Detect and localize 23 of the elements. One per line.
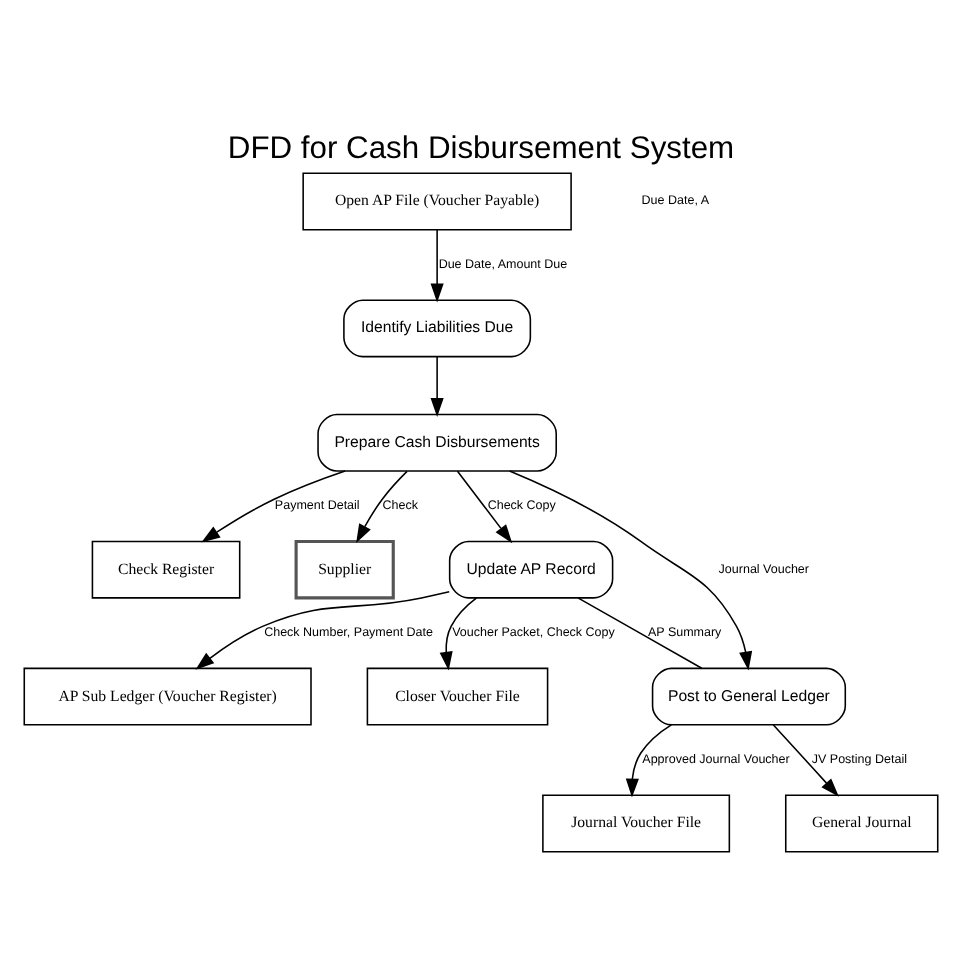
arrow: [429, 229, 443, 303]
arrow: [194, 590, 449, 670]
arrow: [624, 724, 672, 798]
diagram-title: DFD for Cash Disbursement System: [226, 131, 734, 166]
connector: [576, 597, 702, 669]
arrow: [355, 470, 407, 543]
arrow: [507, 470, 752, 671]
node-box: Supplier: [293, 539, 394, 600]
arrow: [438, 597, 477, 671]
arrow: [200, 470, 345, 543]
node-box: Check Register: [90, 540, 240, 599]
node-box: General Journal: [783, 794, 938, 853]
arrow: [429, 356, 443, 417]
node-box: Identify Liabilities Due: [342, 299, 531, 358]
node-box: Journal Voucher File: [541, 794, 730, 853]
arrow: [771, 724, 838, 797]
node-box: Post to General Ledger: [650, 667, 846, 726]
node-box: Update AP Record: [447, 540, 613, 599]
arrow: [455, 470, 512, 544]
node-box: Open AP File (Voucher Payable): [301, 172, 571, 231]
node-box: Closer Voucher File: [365, 667, 548, 726]
node-box: Prepare Cash Disbursements: [316, 413, 556, 472]
node-box: AP Sub Ledger (Voucher Register): [22, 667, 311, 726]
